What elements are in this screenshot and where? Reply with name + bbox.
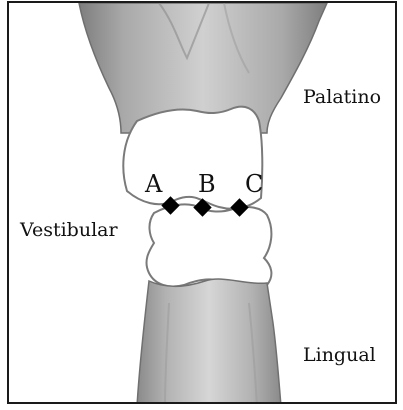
diagram-frame: Palatino Vestibular Lingual A B C [7,1,397,404]
label-lingual: Lingual [303,346,376,365]
point-label-b: B [198,172,216,196]
label-vestibular: Vestibular [20,221,118,240]
lower-tooth-root [137,279,281,404]
label-palatino: Palatino [303,88,381,107]
lower-tooth-crown [146,204,271,288]
point-label-c: C [245,172,263,196]
point-label-a: A [145,172,162,196]
